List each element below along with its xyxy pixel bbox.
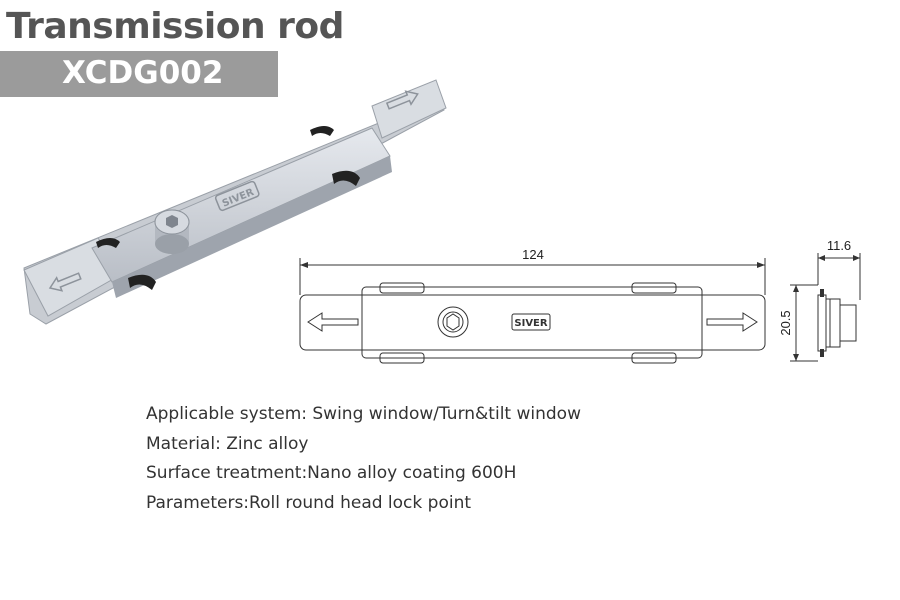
drawing-left-arrow-icon — [307, 312, 359, 332]
page-title: Transmission rod — [6, 6, 344, 47]
model-code-bar: XCDG002 — [0, 51, 278, 97]
drawing-logo: SIVER — [514, 318, 547, 329]
depth-dimension: 11.6 — [827, 238, 851, 253]
spec-material: Material: Zinc alloy — [146, 433, 309, 454]
spec-applicable-system: Applicable system: Swing window/Turn&til… — [146, 404, 581, 424]
side-view-profile — [817, 289, 857, 357]
left-arrow-icon — [48, 272, 82, 292]
drawing-screw-icon — [437, 306, 469, 338]
hex-screw-icon — [154, 209, 190, 254]
spec-list: Applicable system: Swing window/Turn&til… — [146, 402, 581, 520]
height-dimension: 20.5 — [778, 310, 793, 335]
product-image: SIVER — [23, 79, 447, 325]
technical-drawing: 124 SIVER 11.6 20.5 — [299, 238, 861, 364]
model-code: XCDG002 — [62, 55, 224, 91]
spec-parameters: Parameters:Roll round head lock point — [146, 492, 472, 513]
length-dimension: 124 — [522, 247, 544, 262]
right-arrow-icon — [385, 90, 419, 110]
spec-surface-treatment: Surface treatment:Nano alloy coating 600… — [146, 463, 517, 483]
drawing-right-arrow-icon — [706, 312, 758, 332]
